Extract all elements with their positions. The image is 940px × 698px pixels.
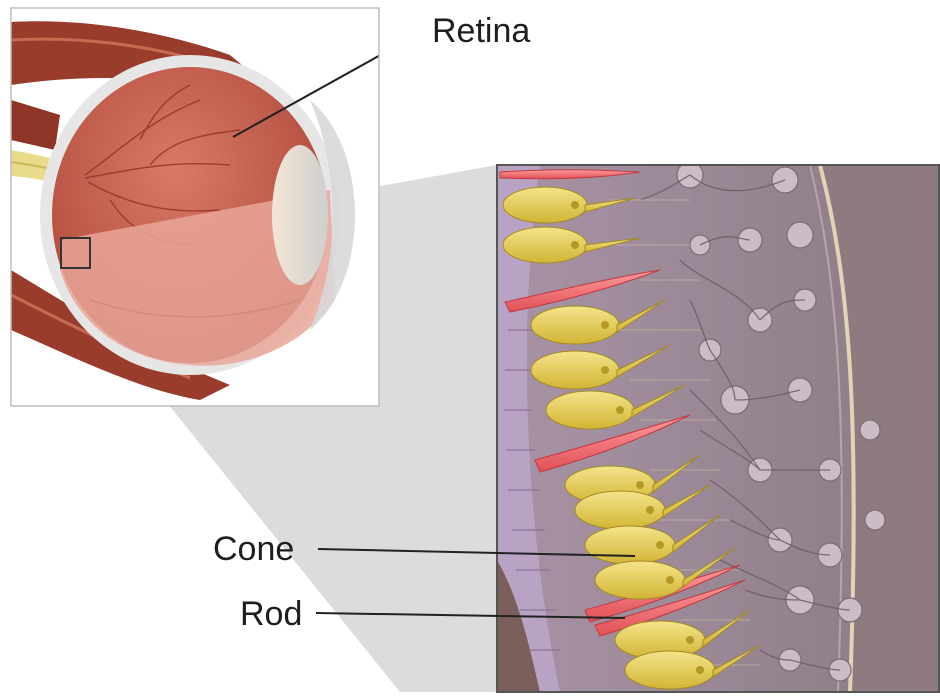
eye-inset (11, 8, 420, 406)
cone-label: Cone (213, 532, 294, 566)
retina-label: Retina (432, 14, 530, 48)
retina-cross-section (497, 162, 939, 692)
lens (272, 145, 328, 285)
rod-label: Rod (240, 597, 302, 631)
